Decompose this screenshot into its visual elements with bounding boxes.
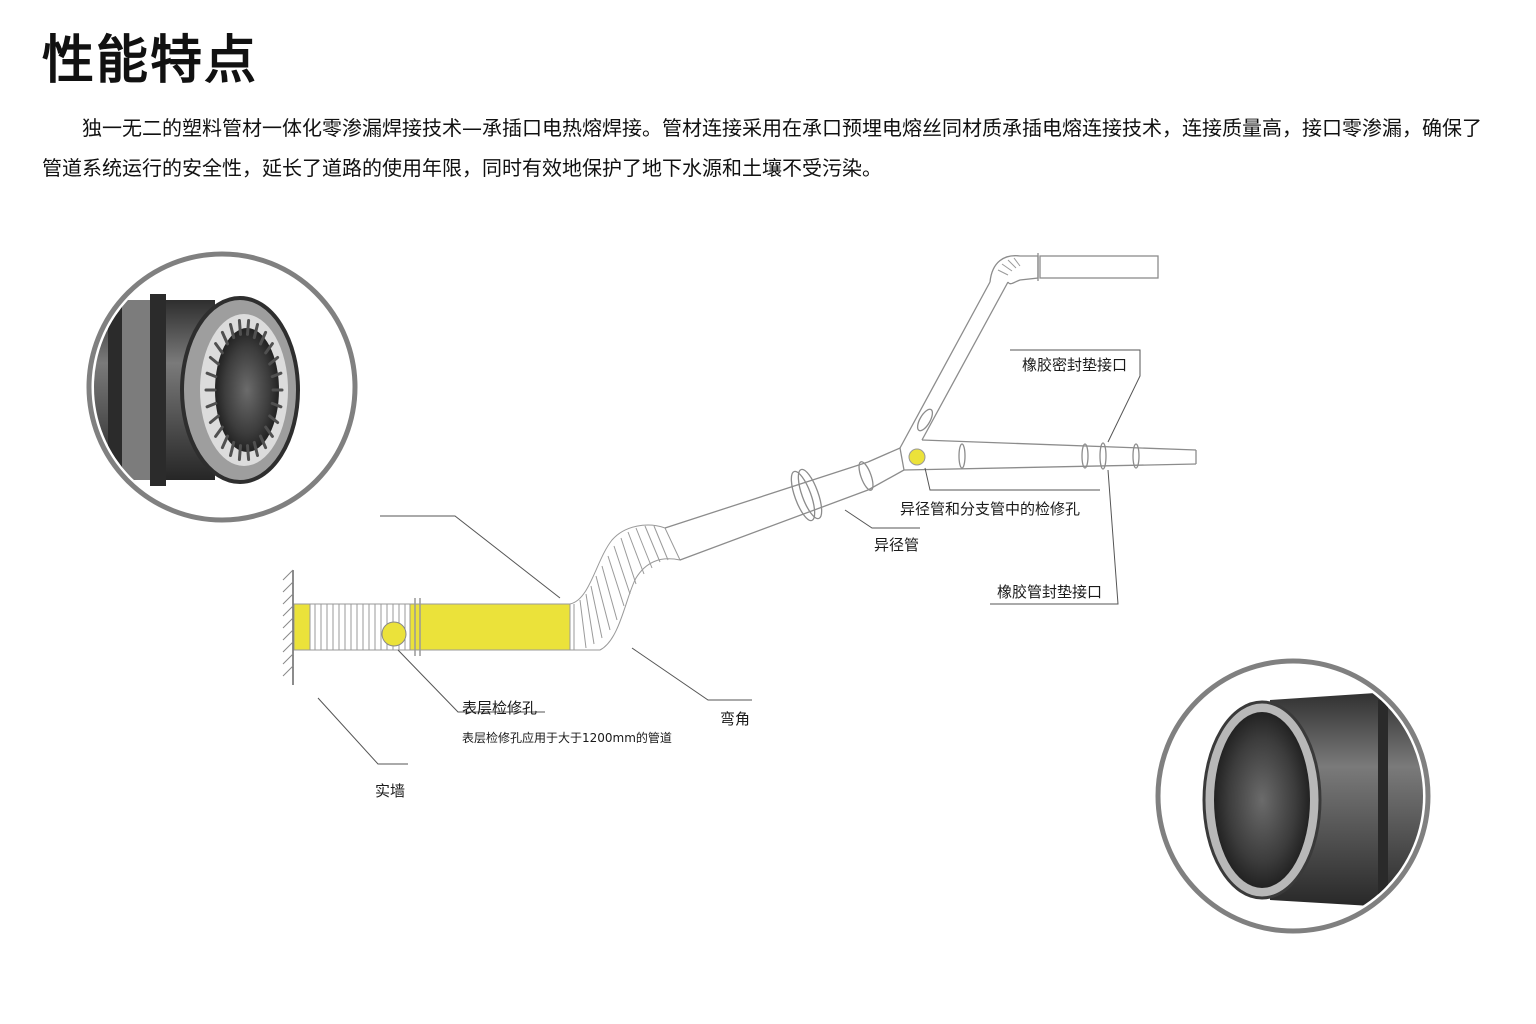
- heating-wire-segment: [220, 330, 229, 346]
- heating-wire-segment: [237, 444, 242, 461]
- label-rubber-pipe-seal-joint: 橡胶管封垫接口: [997, 583, 1102, 601]
- heating-wire-segment: [270, 371, 283, 379]
- solid-wall-graphic: [282, 569, 294, 685]
- elbow-rib: [579, 599, 587, 649]
- heating-wire-segment: [264, 342, 274, 355]
- label-rubber-seal-joint: 橡胶密封垫接口: [1022, 356, 1127, 374]
- elbow-rib: [607, 555, 625, 607]
- heating-wire-segment: [270, 401, 283, 409]
- page-title: 性能特点: [42, 31, 259, 91]
- label-surface-hole: 表层检修孔: [462, 699, 537, 717]
- main-pipe: [293, 598, 571, 656]
- heating-wire-segment: [264, 425, 274, 438]
- elbow-rib: [601, 565, 618, 621]
- elbow-rib: [644, 525, 661, 563]
- heating-wire-segment: [205, 401, 218, 409]
- label-reducer-branch-hole: 异径管和分支管中的检修孔: [900, 500, 1080, 518]
- branch-inspection-hole: [908, 448, 926, 466]
- heating-wire-segment: [246, 444, 251, 461]
- heating-wire-segment: [259, 330, 268, 346]
- elbow-rib: [613, 545, 631, 595]
- leader-lines: [317, 349, 1141, 765]
- label-elbow: 弯角: [720, 710, 750, 728]
- elbow-bend: [569, 524, 681, 651]
- heating-wire-segment: [220, 434, 229, 450]
- elbow-rib: [595, 575, 611, 631]
- heating-wire-segment: [214, 342, 224, 355]
- heating-wire-segment: [259, 434, 268, 450]
- elbow-rib: [620, 537, 637, 585]
- elbow-rib: [590, 585, 603, 639]
- elbow-rib: [627, 531, 645, 575]
- surface-inspection-hole: [381, 621, 407, 647]
- detail-circle-spigot: [1155, 658, 1431, 934]
- heating-wire-segment: [252, 323, 259, 340]
- label-surface-hole-note: 表层检修孔应用于大于1200mm的管道: [462, 730, 672, 745]
- rising-pipe: [664, 447, 905, 561]
- y-branch: [899, 253, 1197, 471]
- heating-wire-segment: [268, 356, 280, 366]
- heating-wire-segment: [208, 414, 220, 424]
- heating-wire-segment: [237, 319, 242, 336]
- heating-wire-segment: [214, 425, 224, 438]
- label-solid-wall: 实墙: [375, 782, 405, 800]
- heating-wire-segment: [205, 371, 218, 379]
- heating-wire-segment: [252, 440, 259, 457]
- heating-wire-segment: [229, 440, 236, 457]
- detail-circle-electrofusion-socket: [86, 251, 358, 523]
- elbow-rib: [585, 593, 595, 645]
- elbow-rib: [653, 525, 669, 561]
- label-reducer: 异径管: [874, 536, 919, 554]
- heating-wire-segment: [229, 323, 236, 340]
- intro-paragraph: 独一无二的塑料管材一体化零渗漏焊接技术—承插口电热熔焊接。管材连接采用在承口预埋…: [42, 116, 1482, 180]
- heating-wire-segment: [268, 414, 280, 424]
- heating-wire-segment: [246, 319, 251, 336]
- elbow-rib: [635, 527, 653, 569]
- heating-wire-segment: [208, 356, 220, 366]
